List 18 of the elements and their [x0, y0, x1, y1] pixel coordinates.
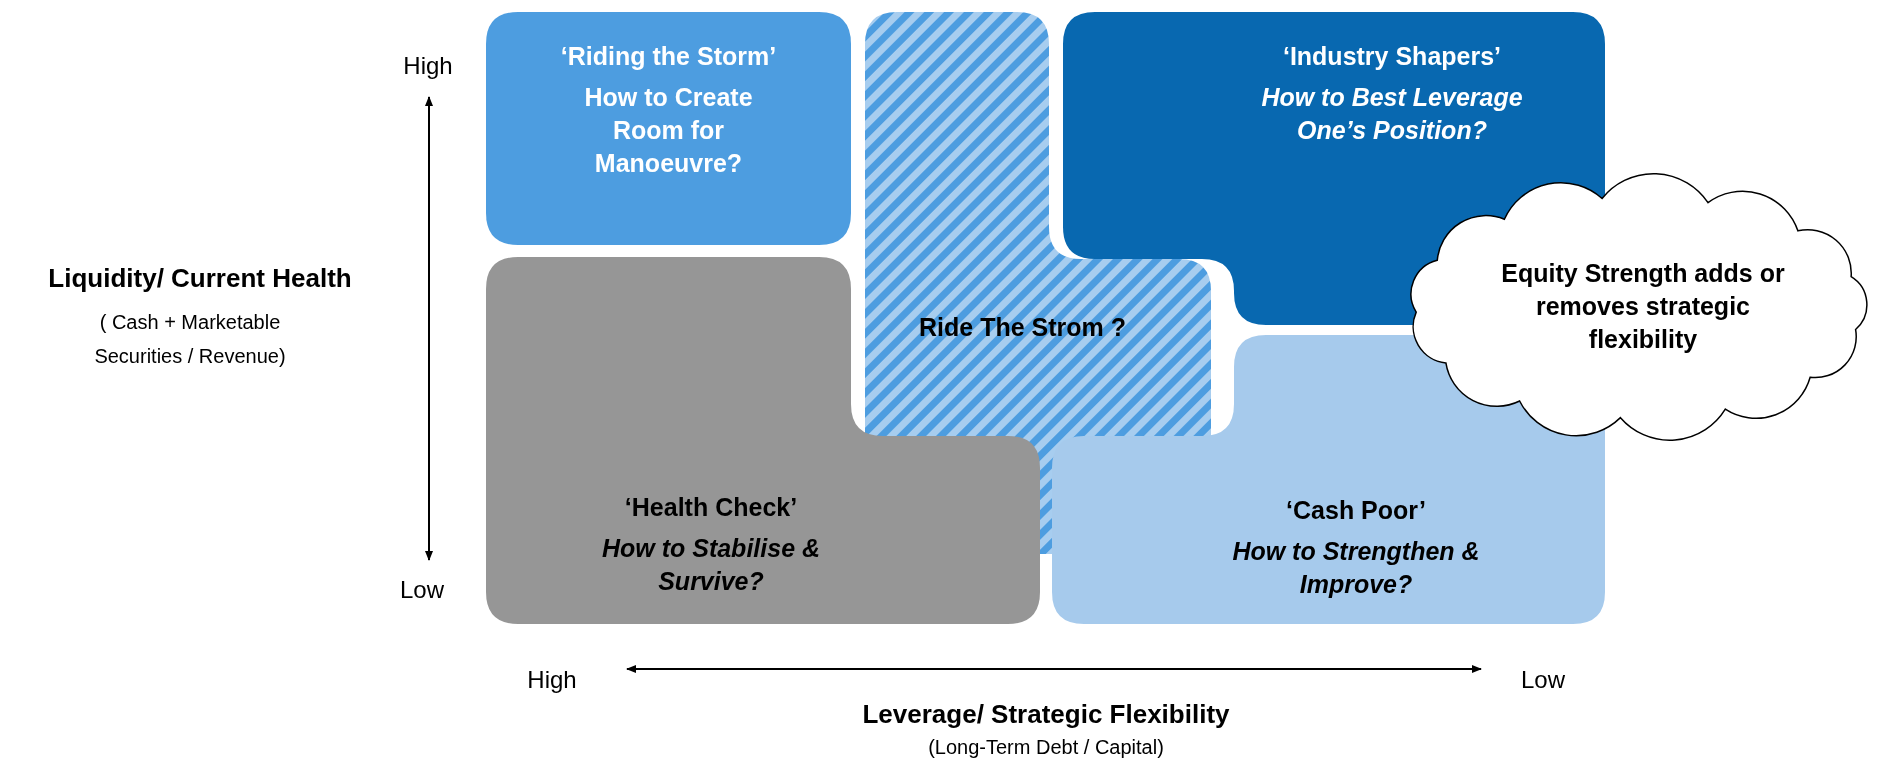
- axis-tick-label: High: [526, 665, 578, 695]
- quadrant-title: ‘Health Check’: [624, 492, 798, 523]
- quadrant-title: ‘Industry Shapers’: [1282, 41, 1502, 72]
- axis-tick-label: Low: [399, 575, 445, 605]
- axis-tick-label: High: [402, 51, 454, 81]
- axis-subtitle: (Long-Term Debt / Capital): [927, 735, 1165, 758]
- axis-title: Liquidity/ Current Health: [47, 262, 353, 295]
- axis-tick-label: Low: [1520, 665, 1566, 695]
- quadrant-text: How to Best Leverage One’s Position?: [1260, 82, 1524, 146]
- quadrant-text: Equity Strength adds or removes strategic flexibility: [1500, 258, 1786, 355]
- quadrant-text: How to Stabilise & Survive?: [600, 533, 822, 597]
- axis-subtitle: ( Cash + Marketable Securities / Revenue): [93, 310, 287, 369]
- axis-title: Leverage/ Strategic Flexibility: [861, 698, 1231, 731]
- quadrant-title: ‘Riding the Storm’: [560, 41, 777, 72]
- quadrant-text: Ride The Strom ?: [919, 312, 1126, 343]
- quadrant-text: How to Strengthen & Improve?: [1231, 536, 1481, 600]
- quadrant-title: ‘Cash Poor’: [1286, 495, 1426, 526]
- quadrant-text: How to Create Room for Manoeuvre?: [583, 82, 754, 179]
